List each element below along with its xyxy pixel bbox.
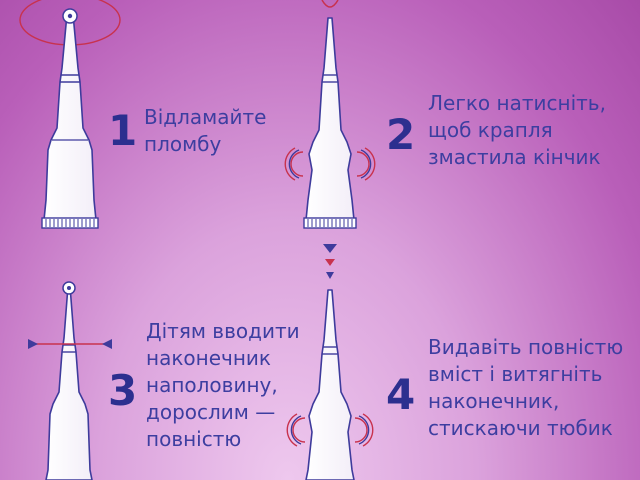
step-3-line-5: повністю xyxy=(146,427,242,451)
step-4-line-1: Видавіть повністю xyxy=(428,335,624,359)
step-number-4: 4 xyxy=(386,370,416,419)
step-1-line-1: Відламайте xyxy=(144,105,267,129)
step-3-line-4: дорослим — xyxy=(146,400,276,424)
step-1-line-2: пломбу xyxy=(144,132,222,156)
step-4-line-4: стискаючи тюбик xyxy=(428,416,613,440)
tube-step-3 xyxy=(28,281,112,480)
crimp-band-2 xyxy=(303,217,357,229)
tube-body-3 xyxy=(45,285,93,480)
step-text-2: Легко натисніть, щоб крапля змастила кін… xyxy=(428,90,606,171)
squeeze-waves-right-4 xyxy=(354,413,374,447)
step-number-2: 2 xyxy=(386,110,416,159)
tube-step-1 xyxy=(19,0,121,229)
tube-body-2 xyxy=(305,17,355,221)
squeeze-waves-right-2 xyxy=(356,147,376,181)
step-4-line-2: вміст і витягніть xyxy=(428,362,603,386)
step-2-line-3: змастила кінчик xyxy=(428,145,601,169)
tube-body-1 xyxy=(43,13,97,221)
tube-body-4 xyxy=(305,289,355,480)
step-number-1: 1 xyxy=(108,106,138,155)
drop-icon xyxy=(321,0,339,8)
step-text-1: Відламайте пломбу xyxy=(144,104,266,158)
tube-step-2 xyxy=(284,0,376,229)
step-4-line-3: наконечник, xyxy=(428,389,560,413)
step-3-line-2: наконечник xyxy=(146,346,271,370)
step-3-line-1: Дітям вводити xyxy=(146,319,300,343)
step-text-3: Дітям вводити наконечник наполовину, дор… xyxy=(146,318,300,453)
step-text-4: Видавіть повністю вміст і витягніть нако… xyxy=(428,334,623,442)
depth-marker-icon xyxy=(28,339,112,349)
step-number-3: 3 xyxy=(108,366,138,415)
tube-step-4 xyxy=(286,289,374,480)
down-arrows-icon xyxy=(323,244,337,279)
squeeze-waves-left-2 xyxy=(284,147,304,181)
step-2-line-1: Легко натисніть, xyxy=(428,91,606,115)
step-3-line-3: наполовину, xyxy=(146,373,278,397)
squeeze-waves-left-4 xyxy=(286,413,306,447)
step-2-line-2: щоб крапля xyxy=(428,118,553,142)
